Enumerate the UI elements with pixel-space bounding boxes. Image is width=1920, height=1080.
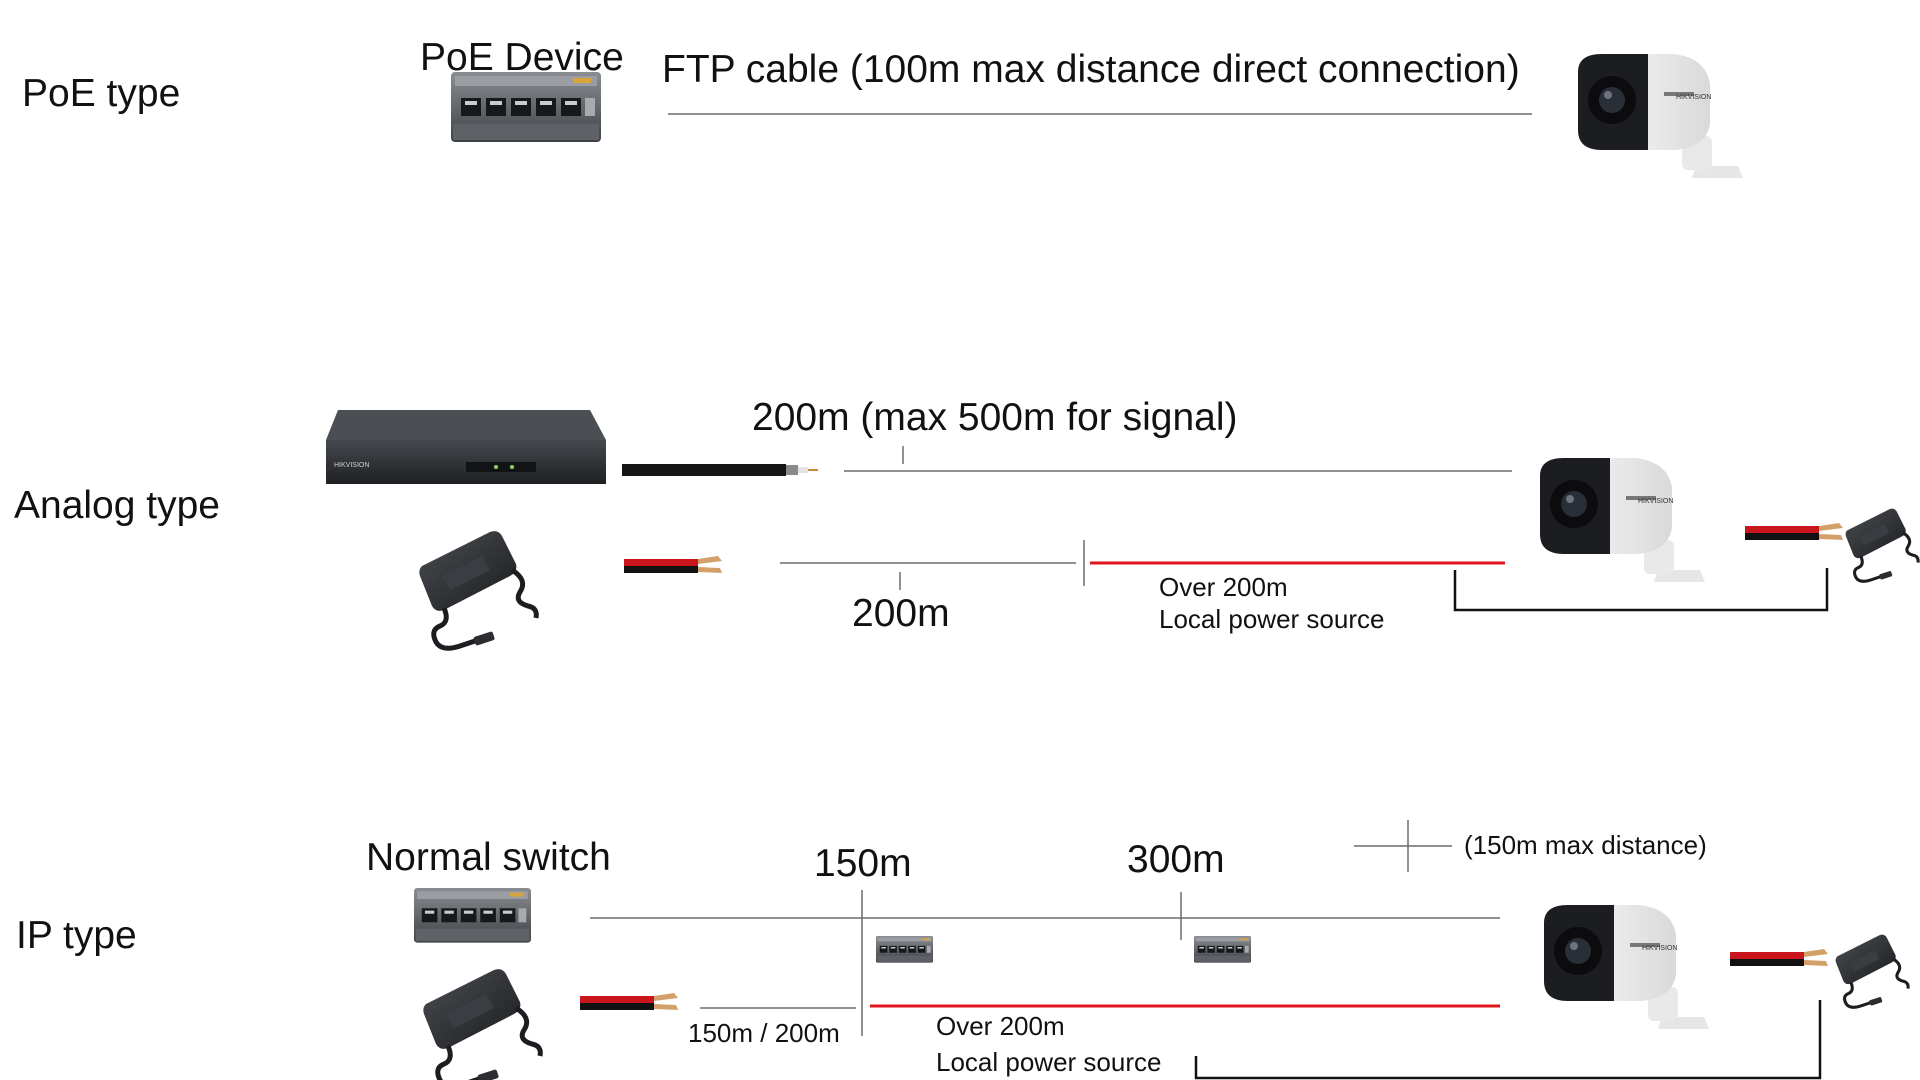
ip-camera-brand: HIKVISION [1642, 945, 1678, 952]
ip-repeater-switch-2 [1194, 936, 1251, 963]
analog-camera-brand: HIKVISION [1638, 498, 1674, 505]
ip-power-note-line1: Over 200m [936, 1011, 1065, 1041]
poe-row [451, 54, 1743, 178]
analog-power-supply [419, 531, 536, 648]
ip-local-power-wire [1730, 949, 1828, 966]
analog-power-note-line1: Over 200m [1159, 572, 1288, 602]
analog-coax-cable [622, 464, 818, 476]
ip-power-note-line2: Local power source [936, 1047, 1162, 1077]
analog-local-power-bracket [1453, 568, 1829, 612]
ip-repeater-switch-1 [876, 936, 933, 963]
poe-camera [1578, 54, 1743, 178]
analog-dvr: HIKVISION [326, 410, 606, 484]
ip-150m-label: 150m [814, 842, 912, 885]
analog-camera [1540, 458, 1705, 582]
analog-dvr-brand: HIKVISION [334, 462, 369, 469]
ip-row [414, 820, 1910, 1080]
analog-local-power-wire [1745, 523, 1843, 540]
ip-camera [1544, 905, 1709, 1029]
poe-camera-brand: HIKVISION [1676, 94, 1712, 101]
ip-power-distance-label: 150m / 200m [688, 1018, 840, 1048]
analog-power-distance-label: 200m [852, 592, 950, 635]
analog-row-title: Analog type [14, 484, 220, 527]
ip-local-power-supply [1834, 933, 1910, 1009]
ip-row-title: IP type [16, 914, 137, 957]
ip-max-distance-label: (150m max distance) [1464, 830, 1707, 860]
analog-local-power-supply [1844, 507, 1920, 583]
ip-switch-label: Normal switch [366, 836, 611, 879]
poe-device-switch [451, 72, 601, 142]
ip-300m-label: 300m [1127, 838, 1225, 881]
analog-row: HIKVISION [326, 410, 1920, 648]
ip-normal-switch [414, 888, 531, 943]
poe-cable-label: FTP cable (100m max distance direct conn… [662, 48, 1520, 91]
ip-local-power-bracket [1194, 1000, 1822, 1080]
poe-row-title: PoE type [22, 72, 181, 115]
ip-power-supply [423, 969, 540, 1080]
ip-power-wire [580, 993, 678, 1010]
poe-device-label: PoE Device [420, 36, 624, 79]
analog-power-note-line2: Local power source [1159, 604, 1385, 634]
analog-power-wire [624, 556, 722, 573]
analog-signal-label: 200m (max 500m for signal) [752, 396, 1238, 439]
